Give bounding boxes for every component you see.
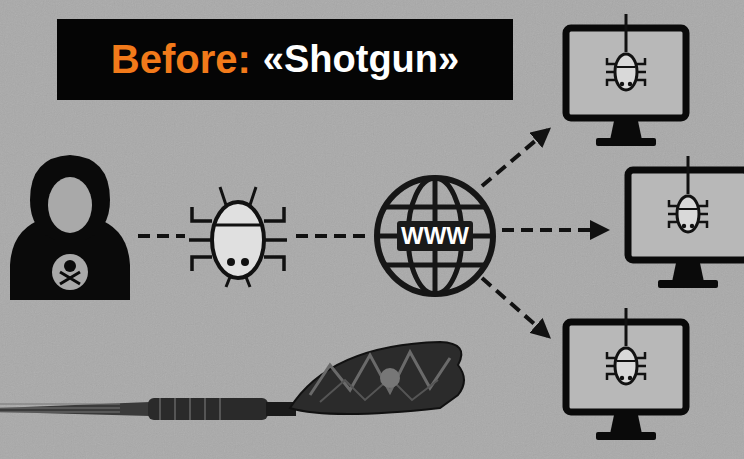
hacker-icon — [10, 155, 130, 300]
title-prefix: Before: — [111, 37, 251, 82]
dashed-links — [138, 130, 606, 336]
dart-illustration — [0, 342, 464, 420]
infected-computers — [566, 14, 744, 440]
title-box: Before: «Shotgun» — [57, 19, 513, 100]
globe-node: WWW — [370, 171, 500, 301]
globe-label: WWW — [397, 221, 473, 251]
title-text: «Shotgun» — [263, 38, 459, 81]
bug-icon — [189, 187, 287, 287]
